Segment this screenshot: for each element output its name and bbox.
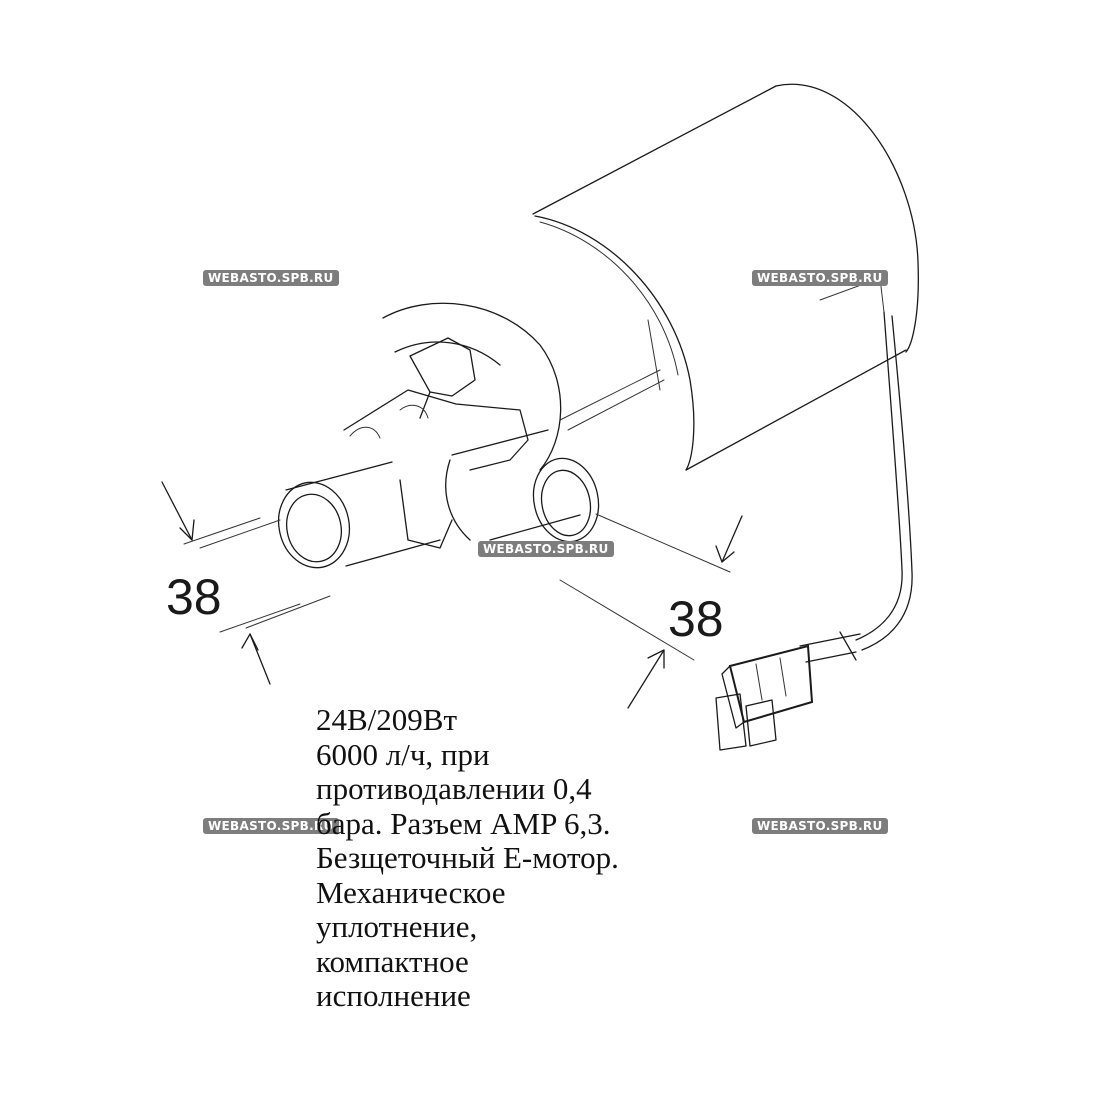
watermark-label: WEBASTO.SPB.RU — [752, 818, 888, 834]
description-line: уплотнение, — [316, 909, 478, 944]
watermark-label: WEBASTO.SPB.RU — [203, 818, 339, 834]
watermark-label: WEBASTO.SPB.RU — [203, 270, 339, 286]
dimension-label-right: 38 — [668, 591, 724, 647]
description-line: 24В/209Вт — [316, 702, 458, 737]
description-line: Безщеточный Е-мотор. — [316, 840, 619, 875]
dimension-label-left: 38 — [166, 569, 222, 625]
motor-housing — [532, 83, 919, 471]
watermark-label: WEBASTO.SPB.RU — [478, 541, 614, 557]
dimension-right — [559, 513, 743, 709]
description-line: компактное — [316, 943, 469, 979]
product-description: 24В/209Вт 6000 л/ч, при противодавлении … — [316, 702, 736, 1014]
description-line: 6000 л/ч, при — [316, 736, 490, 772]
power-cable — [799, 311, 913, 663]
outlet-pipe-right — [445, 429, 600, 543]
inlet-pipe-left — [277, 461, 441, 569]
description-line: противодавлении 0,4 — [316, 771, 592, 806]
description-line: бара. Разъем AMP 6,3. — [316, 805, 611, 841]
description-line: Механическое — [316, 874, 506, 910]
pump-head — [343, 302, 562, 549]
amp-connector — [715, 644, 814, 751]
watermark-label: WEBASTO.SPB.RU — [752, 270, 888, 286]
dimension-left — [161, 481, 331, 685]
description-line: исполнение — [316, 978, 471, 1013]
